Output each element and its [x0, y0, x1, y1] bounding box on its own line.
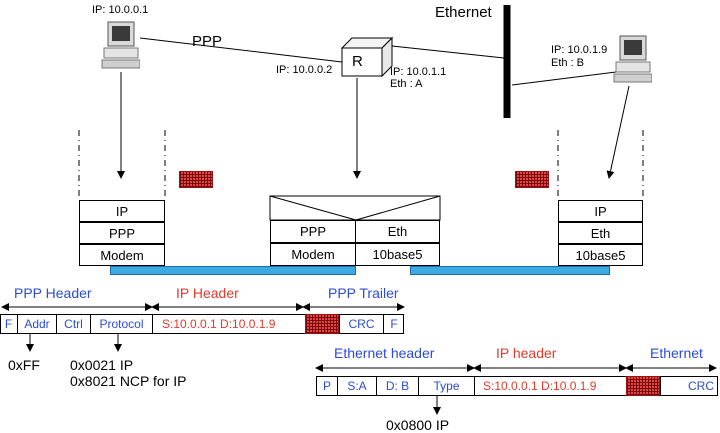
right-host-eth: Eth : B — [551, 57, 585, 69]
router-stack-10base5: 10base5 — [355, 243, 440, 266]
ethernet-link-label: Ethernet — [435, 4, 492, 21]
eth-field-type: Type — [418, 376, 474, 396]
left-host-ip: IP: 10.0.0.1 — [92, 4, 149, 16]
ppp-field-protocol: Protocol — [90, 314, 152, 334]
right-stack-ip: IP — [558, 200, 643, 222]
eth-ip-fields: S:10.0.0.1 D:10.0.1.9 — [474, 376, 626, 396]
packet-icon-left — [179, 171, 213, 188]
router-icon — [340, 36, 394, 78]
eth-header-title: Ethernet header — [334, 345, 435, 361]
router-stack-modem: Modem — [270, 243, 356, 266]
eth-trailer-title: Ethernet — [650, 345, 703, 361]
right-host-arrow — [606, 85, 630, 179]
ethernet-wire — [410, 266, 610, 275]
ppp-link-label: PPP — [192, 33, 223, 50]
ppp-ip-fields: S:10.0.0.1 D:10.0.1.9 — [152, 314, 305, 334]
ppp-field-addr: Addr — [17, 314, 56, 334]
ppp-ip-header-title: IP Header — [176, 285, 239, 301]
router-stack-ppp: PPP — [270, 220, 356, 243]
router-ip-right: IP: 10.0.1.1 — [390, 66, 447, 78]
right-host-eth-line — [511, 71, 617, 86]
eth-field-preamble: P — [316, 376, 337, 396]
left-stack-ip: IP — [79, 200, 165, 222]
eth-field-dst: D: B — [376, 376, 418, 396]
eth-field-src: S:A — [337, 376, 376, 396]
left-stack-ppp: PPP — [79, 222, 165, 244]
ppp-frame — [0, 314, 404, 334]
ppp-field-flag: F — [4, 317, 13, 331]
ppp-addr-note: 0xFF — [8, 357, 40, 373]
packet-icon-right — [515, 171, 549, 188]
ppp-wire — [110, 266, 356, 275]
ppp-protocol-note-2: 0x8021 NCP for IP — [70, 373, 187, 389]
eth-ip-header-title: IP header — [496, 345, 557, 361]
router-label: R — [352, 53, 363, 70]
ppp-field-ctrl: Ctrl — [56, 314, 90, 334]
eth-payload-icon — [626, 376, 660, 396]
eth-field-crc: CRC — [660, 376, 718, 396]
router-eth-line — [391, 45, 505, 59]
router-eth-right: Eth : A — [390, 78, 423, 90]
ppp-header-title: PPP Header — [14, 285, 92, 301]
right-stack-10base5: 10base5 — [558, 244, 643, 266]
router-ip-left: IP: 10.0.0.2 — [276, 64, 333, 76]
left-stack-modem: Modem — [79, 244, 165, 266]
ppp-protocol-note-1: 0x0021 IP — [70, 357, 134, 373]
left-computer-icon — [100, 20, 141, 72]
right-computer-icon — [612, 34, 653, 86]
right-host-ip: IP: 10.0.1.9 — [551, 44, 608, 56]
eth-type-note: 0x0800 IP — [386, 417, 450, 433]
router-stack-eth: Eth — [355, 220, 440, 243]
ppp-field-flag-end: F — [383, 314, 404, 334]
ppp-field-crc: CRC — [339, 314, 383, 334]
ppp-payload-icon — [305, 314, 339, 334]
ppp-trailer-title: PPP Trailer — [328, 285, 399, 301]
right-stack-eth: Eth — [558, 222, 643, 244]
ppp-link-line — [139, 37, 343, 63]
